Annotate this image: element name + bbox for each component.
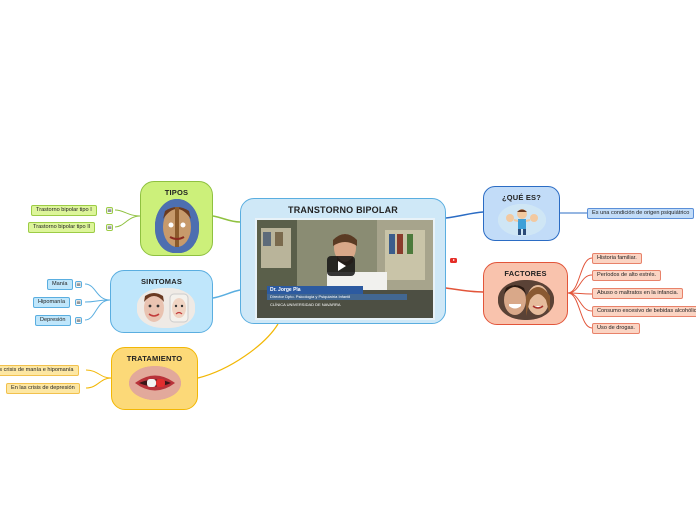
factores-item-4[interactable]: Consumo excesivo de bebidas alcohólicas: [592, 306, 696, 317]
video-role-bar: Director Dpto. Psicología y Psiquiatría …: [267, 294, 407, 300]
tratamiento-item-2[interactable]: En las crisis de depresión: [6, 383, 80, 394]
topic-factores[interactable]: FACTORES: [483, 262, 568, 325]
central-topic[interactable]: TRANSTORNO BIPOLAR Dr. Jorge Pla Direc: [240, 198, 446, 324]
topic-sintomas[interactable]: SINTOMAS: [110, 270, 213, 333]
video-caption-bar: Dr. Jorge Pla: [267, 286, 363, 294]
factores-item-3[interactable]: Abuso o maltratos en la infancia.: [592, 288, 684, 299]
video-scene-image: [257, 220, 433, 318]
que-es-person-illustration: [498, 204, 546, 236]
topic-tratamiento[interactable]: TRATAMIENTO: [111, 347, 198, 410]
sintomas-item-hipomania-toggle[interactable]: ≡: [75, 299, 82, 306]
factores-item-1[interactable]: Historia familiar.: [592, 253, 642, 264]
topic-tipos[interactable]: TIPOS: [140, 181, 213, 256]
central-topic-title: TRANSTORNO BIPOLAR: [288, 205, 398, 215]
video-play-button[interactable]: [327, 256, 355, 276]
topic-tratamiento-title: TRATAMIENTO: [126, 354, 183, 363]
tipos-item-1[interactable]: Trastorno bipolar tipo I: [31, 205, 97, 216]
sintomas-faces-illustration: [137, 288, 195, 328]
sintomas-item-depresion[interactable]: Depresión: [35, 315, 71, 326]
video-institution: CLÍNICA UNIVERSIDAD DE NAVARRA: [270, 302, 341, 307]
topic-que-es[interactable]: ¿QUÉ ES?: [483, 186, 560, 241]
youtube-icon[interactable]: [450, 258, 457, 263]
topic-factores-title: FACTORES: [504, 269, 547, 278]
presenter-name: Dr. Jorge Pla: [270, 287, 301, 293]
sintomas-item-hipomania[interactable]: Hipomanía: [33, 297, 71, 308]
tratamiento-item-1[interactable]: Las crisis de manía e hipomanía: [0, 365, 79, 376]
sintomas-item-depresion-toggle[interactable]: ≡: [75, 317, 82, 324]
que-es-item-1[interactable]: Es una condición de origen psiquiátrico: [587, 208, 695, 219]
topic-sintomas-title: SINTOMAS: [140, 277, 183, 286]
tipos-item-2-toggle[interactable]: ≡: [106, 224, 113, 231]
presenter-role: Director Dpto. Psicología y Psiquiatría …: [270, 294, 351, 299]
topic-tipos-title: TIPOS: [164, 188, 189, 197]
factores-faces-illustration: [498, 280, 554, 320]
topic-que-es-title: ¿QUÉ ES?: [501, 193, 542, 202]
tratamiento-pill-illustration: [129, 366, 181, 400]
video-thumbnail[interactable]: Dr. Jorge Pla Director Dpto. Psicología …: [255, 218, 435, 320]
play-icon: [338, 261, 346, 271]
tipos-item-1-toggle[interactable]: ≡: [106, 207, 113, 214]
tipos-face-illustration: [155, 199, 199, 253]
tipos-item-2[interactable]: Trastorno bipolar tipo II: [28, 222, 96, 233]
sintomas-item-mania[interactable]: Manía: [47, 279, 73, 290]
sintomas-item-mania-toggle[interactable]: ≡: [75, 281, 82, 288]
factores-item-5[interactable]: Uso de drogas.: [592, 323, 640, 334]
factores-item-2[interactable]: Períodos de alto estrés.: [592, 270, 662, 281]
